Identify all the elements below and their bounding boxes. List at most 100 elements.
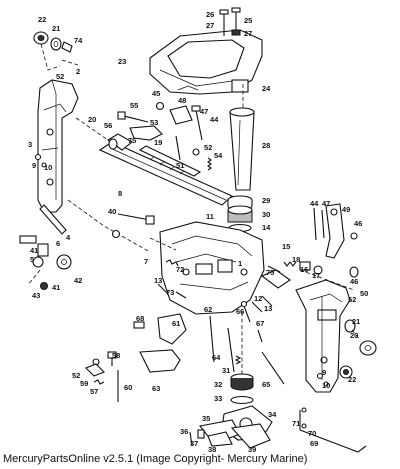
callout-42: 42 <box>74 276 82 285</box>
rod-69 <box>299 410 367 453</box>
screw-36 <box>189 431 193 447</box>
callout-24: 24 <box>262 84 271 93</box>
rod-64 <box>227 327 235 373</box>
callout-57: 57 <box>90 387 98 396</box>
callout-60: 60 <box>124 383 132 392</box>
plunger-16 <box>299 261 311 271</box>
bolt-4 <box>39 204 67 235</box>
clip-70 <box>301 423 307 429</box>
callout-17: 17 <box>312 271 320 280</box>
grease-fittings-25-26-27 <box>219 7 241 36</box>
callout-46-lower: 46 <box>350 277 358 286</box>
lever-53-56 <box>129 125 163 141</box>
cam-48 <box>169 105 193 125</box>
bracket-68 <box>133 321 145 329</box>
pin-44-47-right <box>313 207 325 241</box>
nut-9-left <box>34 153 42 161</box>
spring-57 <box>93 379 105 385</box>
screw-67 <box>257 329 263 343</box>
washer-46-lower <box>349 266 359 278</box>
spring-18 <box>283 261 297 267</box>
callout-67: 67 <box>256 319 264 328</box>
washer-10-left <box>41 162 47 168</box>
pin-51 <box>175 135 181 161</box>
lever-63 <box>139 349 181 373</box>
callout-52-topleft: 52 <box>56 72 64 81</box>
callout-71: 71 <box>292 419 300 428</box>
washer-21-right <box>344 319 356 333</box>
lever-49 <box>325 203 345 259</box>
callout-53: 53 <box>150 118 158 127</box>
washer-41-center <box>111 229 121 239</box>
callout-22-top: 22 <box>38 15 46 24</box>
callout-58: 58 <box>112 351 120 360</box>
bushing-30 <box>227 205 253 223</box>
callout-21-top: 21 <box>52 24 60 33</box>
callout-64: 64 <box>212 353 221 362</box>
callout-62: 62 <box>204 305 212 314</box>
callout-66: 66 <box>236 307 244 316</box>
callout-54: 54 <box>214 151 223 160</box>
callout-56: 56 <box>104 121 112 130</box>
callout-72: 72 <box>176 265 184 274</box>
pin-6 <box>19 235 37 244</box>
bearing-32 <box>230 373 254 391</box>
callout-38: 38 <box>208 445 216 454</box>
washer-42 <box>56 254 72 270</box>
callout-5: 5 <box>30 255 34 264</box>
callout-32: 32 <box>214 380 222 389</box>
pin-12 <box>261 295 273 307</box>
callout-11: 11 <box>206 212 214 221</box>
callout-9-right: 9 <box>322 368 326 377</box>
callout-70: 70 <box>308 429 316 438</box>
screw-55 <box>117 111 149 123</box>
callout-48: 48 <box>178 96 186 105</box>
washer-52-center <box>192 148 200 156</box>
screw-13-lower <box>251 301 263 313</box>
washer-33 <box>230 395 254 405</box>
bushing-75-shaft <box>106 133 133 151</box>
callout-22-right: 22 <box>348 375 356 384</box>
nut-5 <box>32 256 44 268</box>
callout-52-lowerleft: 52 <box>72 371 80 380</box>
steering-tube-28 <box>229 107 255 191</box>
nut-45 <box>155 101 165 111</box>
callout-65: 65 <box>262 380 270 389</box>
callout-49: 49 <box>342 205 350 214</box>
callout-20-right: 20 <box>350 331 358 340</box>
callout-52-center: 52 <box>204 143 212 152</box>
callout-36: 36 <box>180 427 188 436</box>
callout-75-right: 75 <box>266 268 274 277</box>
callout-44-right: 44 <box>310 199 319 208</box>
callout-51: 51 <box>176 161 184 170</box>
callout-43: 43 <box>32 291 40 300</box>
callout-3: 3 <box>28 140 32 149</box>
screw-73 <box>175 291 187 299</box>
washer-10-right <box>323 381 329 387</box>
callout-28: 28 <box>262 141 270 150</box>
lever-61 <box>157 313 187 345</box>
callout-59: 59 <box>80 379 88 388</box>
bolt-40 <box>117 213 155 225</box>
callout-68: 68 <box>136 314 144 323</box>
callout-31: 31 <box>222 366 230 375</box>
washer-46-upper <box>350 232 358 240</box>
callout-47-right: 47 <box>322 199 330 208</box>
bushing-22-top <box>33 31 49 45</box>
bushing-41-left <box>37 243 49 257</box>
bushing-22-right <box>339 365 353 379</box>
spring-72 <box>165 259 179 267</box>
washer-21-top <box>50 37 62 51</box>
callout-7: 7 <box>144 257 148 266</box>
cover-39 <box>230 423 271 449</box>
callout-23: 23 <box>118 57 126 66</box>
callout-52-right: 52 <box>348 295 356 304</box>
callout-34: 34 <box>268 410 277 419</box>
callout-44-top: 44 <box>210 115 219 124</box>
callout-35: 35 <box>202 414 210 423</box>
knob-59 <box>85 363 105 377</box>
callout-41-bottom: 41 <box>52 283 60 292</box>
callout-27-a: 27 <box>206 21 214 30</box>
callout-74: 74 <box>74 36 83 45</box>
callout-9-left: 9 <box>32 161 36 170</box>
